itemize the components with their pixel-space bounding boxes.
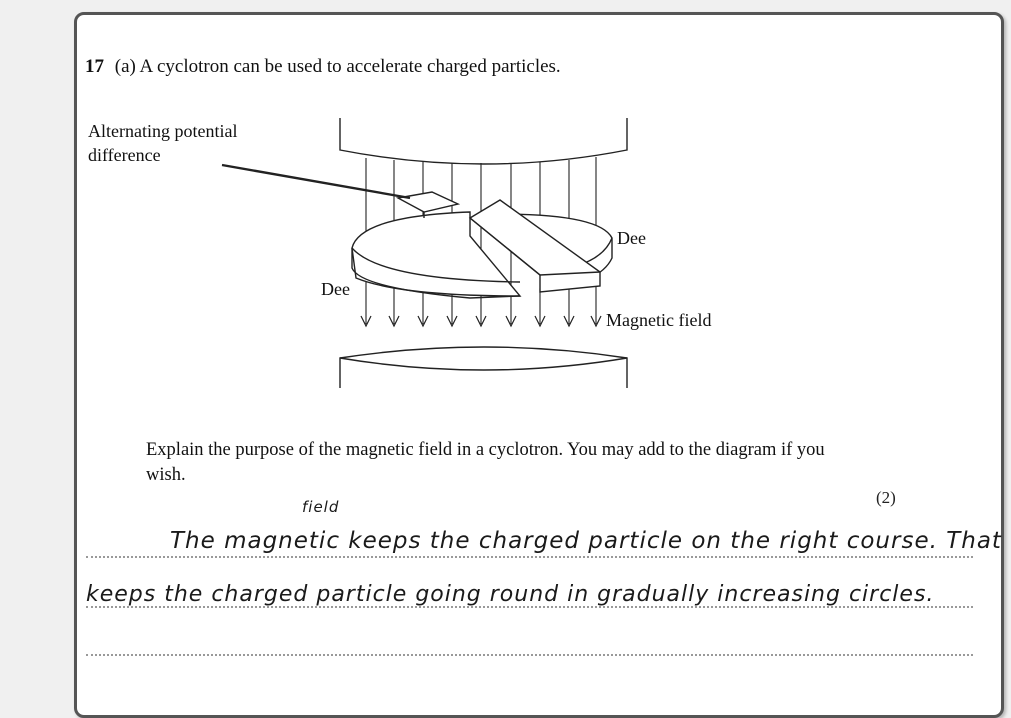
- answer-line-3: [86, 654, 973, 656]
- answer-line-1: [86, 556, 973, 558]
- marks-allocation: (2): [876, 488, 896, 507]
- cyclotron-diagram: [221, 118, 628, 388]
- question-sheet: [74, 12, 1004, 718]
- question-text: (a) A cyclotron can be used to accelerat…: [114, 56, 561, 77]
- question-number: 17: [85, 56, 104, 77]
- handwritten-answer-line-1: The magnetic keeps the charged particle …: [170, 528, 1002, 554]
- label-dee-left: Dee: [321, 279, 350, 299]
- handwritten-insertion: field: [302, 498, 340, 516]
- instruction-text: Explain the purpose of the magnetic fiel…: [146, 440, 825, 485]
- handwritten-answer-line-2: keeps the charged particle going round i…: [86, 582, 935, 607]
- question-heading: 17 (a) A cyclotron can be used to accele…: [85, 56, 561, 78]
- answer-line-2: [86, 606, 973, 608]
- label-dee-right: Dee: [617, 228, 646, 248]
- label-alternating-pd: Alternating potential difference: [88, 121, 238, 165]
- label-magnetic-field: Magnetic field: [606, 310, 712, 330]
